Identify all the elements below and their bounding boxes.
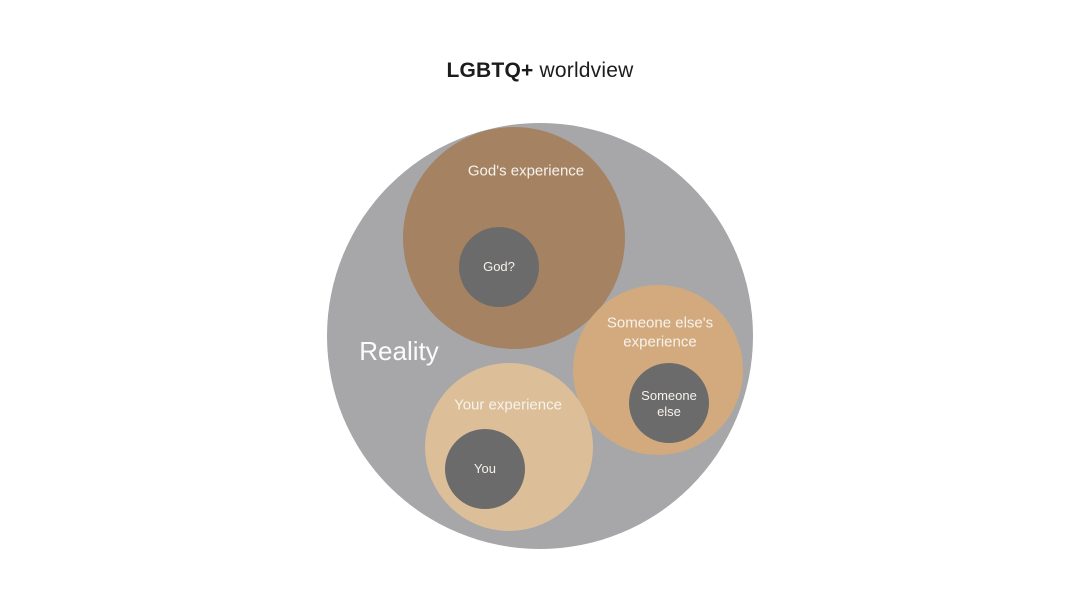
someone-else-circle	[629, 363, 709, 443]
god-circle	[459, 227, 539, 307]
diagram-title-regular: worldview	[533, 59, 634, 82]
someone-else-label: Someone else	[641, 387, 697, 419]
you-circle	[445, 429, 525, 509]
god-label: God?	[483, 258, 515, 274]
you-label: You	[474, 460, 496, 476]
your-experience-label: Your experience	[454, 396, 562, 414]
diagram-title-bold: LGBTQ+	[446, 59, 534, 82]
gods-experience-label: God's experience	[467, 162, 585, 180]
someone-elses-experience-label: Someone else's experience	[606, 314, 714, 350]
diagram-title: LGBTQ+ worldview	[447, 59, 634, 83]
reality-label: Reality	[359, 335, 439, 366]
